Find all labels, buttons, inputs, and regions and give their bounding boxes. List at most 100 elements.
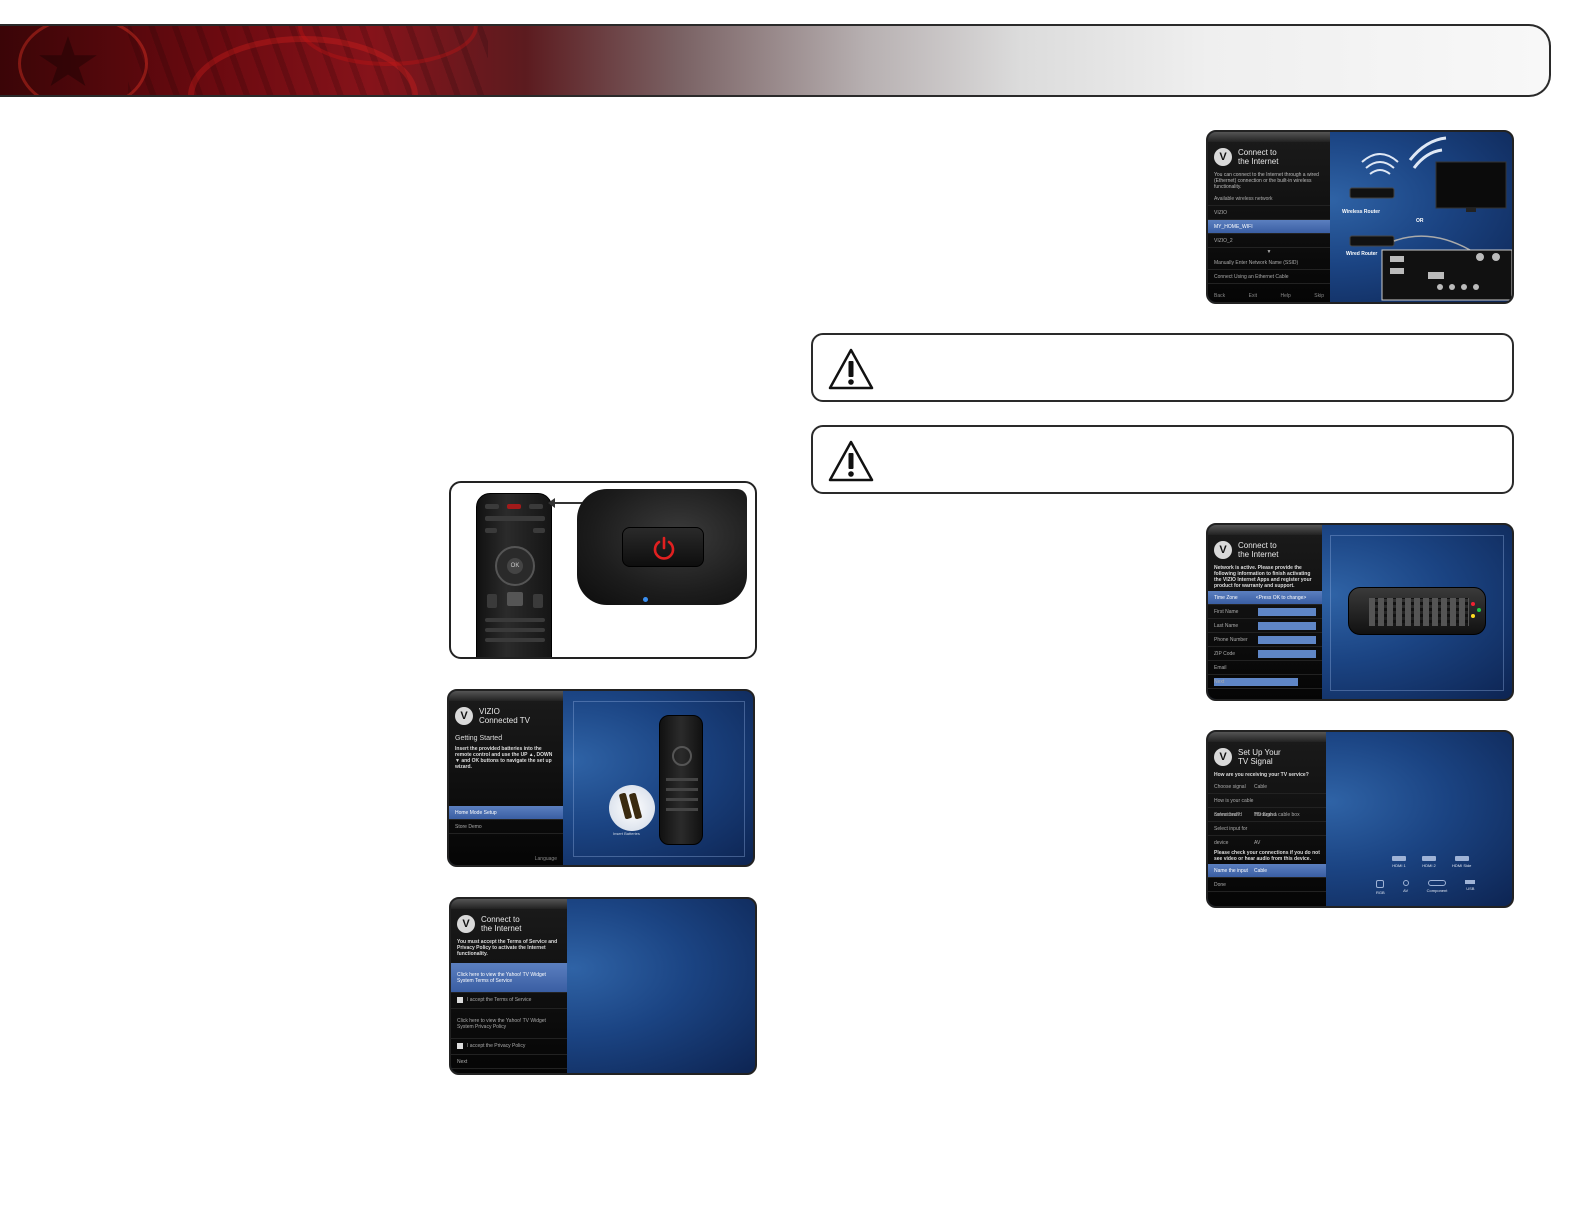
checkbox-icon[interactable]	[457, 996, 463, 1003]
time-zone-value: <Press OK to change>	[1255, 595, 1307, 601]
banner-swirl-decoration	[18, 26, 148, 95]
keyboard-remote-image	[1348, 587, 1486, 635]
menu-title-line2: the Internet	[481, 924, 522, 933]
email-label: Email	[1214, 665, 1227, 671]
phone-label: Phone Number	[1214, 637, 1248, 643]
wired-router-label: Wired Router	[1346, 251, 1378, 257]
email-input[interactable]	[1214, 677, 1298, 686]
menu-row[interactable]: Available wireless network	[1208, 192, 1330, 206]
first-name-row[interactable]: First Name	[1208, 605, 1322, 619]
first-name-input[interactable]	[1258, 607, 1316, 616]
footer-exit[interactable]: Exit	[1248, 293, 1257, 299]
port-usb: USB	[1465, 880, 1476, 895]
vizio-logo-icon: V	[1214, 748, 1232, 766]
last-name-row[interactable]: Last Name	[1208, 619, 1322, 633]
menu-row[interactable]: Connect Using an Ethernet Cable	[1208, 270, 1330, 284]
time-zone-row[interactable]: Time Zone<Press OK to change>	[1208, 591, 1322, 605]
email-row[interactable]: Email	[1208, 661, 1322, 686]
menu-title-line2: the Internet	[1238, 157, 1279, 166]
port-hdmi-1: HDMI 1	[1392, 856, 1406, 868]
name-input-value: Cable	[1254, 868, 1268, 874]
menu-row-selected[interactable]: Home Mode Setup	[449, 806, 563, 820]
menu-row[interactable]: VIZIO	[1208, 206, 1330, 220]
warning-box	[811, 425, 1514, 494]
wireless-router-icon	[1349, 187, 1395, 199]
menu-title-line2: TV Signal	[1238, 757, 1273, 766]
vizio-logo-icon: V	[455, 707, 473, 725]
footer-back[interactable]: Back	[1214, 293, 1226, 299]
menu-description: You must accept the Terms of Service and…	[457, 939, 558, 957]
menu-row[interactable]: VIZIO_2	[1208, 234, 1330, 248]
phone-row[interactable]: Phone Number	[1208, 633, 1322, 647]
menu-row[interactable]: Store Demo	[449, 820, 563, 834]
menu-row-selected[interactable]: MY_HOME_WIFI	[1208, 220, 1330, 234]
menu-title-line1: Connect to	[1238, 148, 1277, 157]
or-label: OR	[1416, 218, 1424, 224]
wired-router-icon	[1349, 235, 1395, 247]
menu-description: You can connect to the Internet through …	[1214, 172, 1319, 190]
checkbox-icon[interactable]	[457, 1042, 463, 1049]
router-diagram	[1349, 136, 1512, 301]
last-name-label: Last Name	[1214, 623, 1239, 629]
cable-connection-value: Through a cable box	[1254, 812, 1300, 818]
menu-question: How are you receiving your TV service?	[1214, 772, 1309, 778]
accept-terms-checkbox-row[interactable]: I accept the Terms of Service	[451, 993, 567, 1009]
accept-privacy-checkbox-row[interactable]: I accept the Privacy Policy	[451, 1039, 567, 1055]
next-row[interactable]: Next	[451, 1055, 567, 1069]
led-indicator	[643, 597, 648, 602]
wireless-router-label: Wireless Router	[1342, 209, 1381, 215]
phone-input[interactable]	[1258, 635, 1316, 644]
brand-label: Select brand	[1214, 812, 1243, 818]
menu-note: Please check your connections if you do …	[1214, 850, 1320, 862]
scroll-down-indicator[interactable]: ▼	[1266, 249, 1272, 255]
signal-value: Cable	[1254, 784, 1268, 790]
zip-input[interactable]	[1258, 649, 1316, 658]
privacy-link-row[interactable]: Click here to view the Yahoo! TV Widget …	[451, 1009, 567, 1039]
batteries-icon	[609, 785, 655, 831]
warning-triangle-icon	[828, 440, 874, 482]
remote-control-image: OK	[476, 493, 552, 657]
power-icon	[653, 536, 675, 560]
terms-link-row[interactable]: Click here to view the Yahoo! TV Widget …	[451, 963, 567, 993]
menu-row[interactable]: Manually Enter Network Name (SSID)	[1208, 256, 1330, 270]
port-component: Component	[1427, 880, 1447, 895]
footer-skip[interactable]: Skip	[1314, 293, 1324, 299]
cable-connection-label: How is your cable connected?	[1214, 798, 1254, 818]
warning-box	[811, 333, 1514, 402]
header-banner	[0, 24, 1551, 97]
zip-row[interactable]: ZIP Code	[1208, 647, 1322, 661]
cable-connection-row[interactable]: How is your cable connected?Through a ca…	[1208, 794, 1326, 818]
menu-title-line1: Connect to	[481, 915, 520, 924]
next-row[interactable]: Next	[1208, 675, 1322, 689]
menu-title-line1: VIZIO	[479, 707, 500, 716]
done-row[interactable]: Done	[1208, 878, 1326, 892]
footer-language[interactable]: Language	[534, 856, 557, 862]
accept-terms-label: I accept the Terms of Service	[467, 997, 532, 1003]
power-button[interactable]	[622, 527, 704, 567]
port-rgb: RGB	[1376, 880, 1385, 895]
remote-power-callout: OK	[449, 481, 757, 659]
last-name-input[interactable]	[1258, 621, 1316, 630]
accept-privacy-label: I accept the Privacy Policy	[467, 1043, 526, 1049]
power-button-zoom	[577, 489, 747, 605]
signal-label: Choose signal	[1214, 784, 1246, 790]
vizio-logo-icon: V	[457, 915, 475, 933]
port-av: AV	[1402, 880, 1409, 895]
signal-row[interactable]: Choose signal Cable	[1208, 780, 1326, 794]
footer-help[interactable]: Help	[1280, 293, 1291, 299]
menu-subtitle: Getting Started	[455, 735, 503, 742]
input-value: AV	[1254, 840, 1261, 846]
port-hdmi-side: HDMI Side	[1452, 856, 1471, 868]
